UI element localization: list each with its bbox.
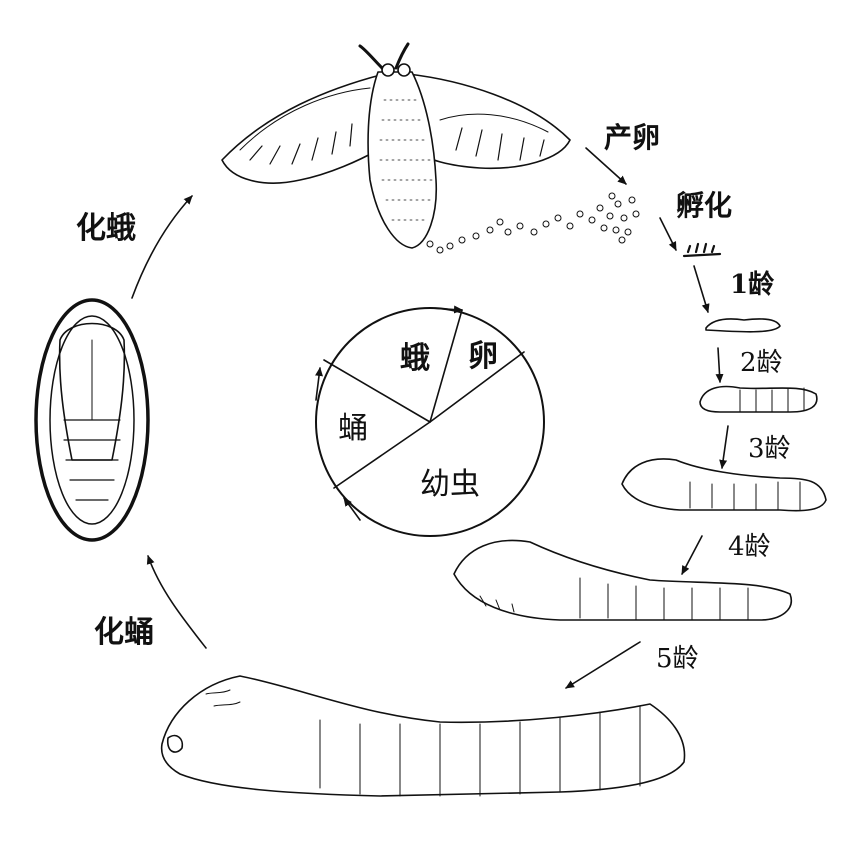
arrow-to-instar-5 [565,641,641,689]
label-instar-1: 1龄 [730,270,775,300]
arrow-to-instar-2 [715,347,724,383]
instar-5-larva [160,675,686,797]
pie-label-larva: 幼虫 [420,467,480,502]
pie-arrow-bottom [343,497,361,521]
label-emerge: 化蛾 [76,211,136,246]
pie-label-egg: 卵 [468,339,498,374]
life-cycle-pie [315,305,545,537]
arrow-to-instar-3 [719,425,729,469]
pie-label-pupa: 蛹 [338,411,368,446]
instar-2-larva [699,385,818,413]
instar-3-larva [621,458,827,512]
label-instar-5: 5龄 [656,644,699,674]
moth-illustration [221,42,571,249]
arrow-pupate [146,555,207,649]
arrow-hatch [659,217,677,251]
pie-label-moth: 蛾 [400,341,430,376]
arrow-lay-eggs [585,147,627,185]
label-instar-4: 4龄 [728,532,771,562]
instar-4-larva [453,539,793,621]
pie-arrow-left [315,367,323,401]
label-instar-2: 2龄 [740,348,783,378]
arrow-to-instar-1 [693,265,710,313]
instar-1-larva [705,318,781,333]
label-pupate: 化蛹 [94,615,154,650]
pie-arrow-top [429,305,463,314]
label-lay-eggs: 产卵 [604,121,661,154]
eggs-cluster [426,192,640,254]
arrow-emerge [131,195,193,299]
arrow-to-instar-4 [681,535,703,575]
label-hatch: 孵化 [676,189,733,222]
label-instar-3: 3龄 [748,434,791,464]
cocoon-pupa [34,298,150,542]
hatchling-larva [682,242,722,258]
